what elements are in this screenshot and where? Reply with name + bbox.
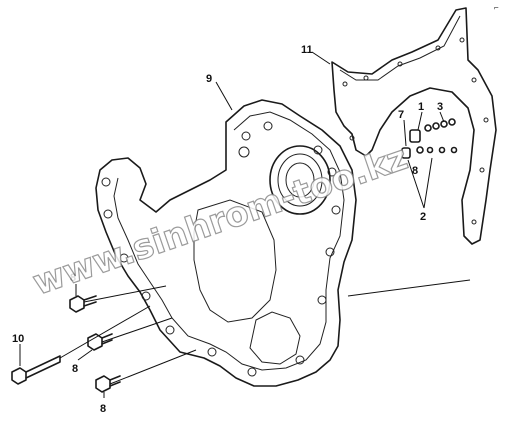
callout-9: 9	[206, 73, 212, 85]
small-parts-group	[401, 118, 458, 159]
bolt-bottom	[95, 375, 121, 393]
callout-3: 3	[437, 101, 443, 113]
bolt-top	[69, 295, 97, 313]
bolt-middle	[87, 333, 113, 351]
leader-lines	[19, 51, 471, 398]
long-bolt	[11, 355, 61, 385]
gasket-part	[331, 7, 497, 245]
callout-1: 1	[418, 101, 424, 113]
callout-2: 2	[420, 211, 426, 223]
callout-8-bottom: 8	[100, 403, 106, 415]
corner-mark: ⌐	[494, 3, 499, 12]
callout-8-top: 8	[70, 272, 76, 284]
callout-8-middle: 8	[72, 363, 78, 375]
watermark-text: www.sinhrom-too.kz	[28, 138, 413, 304]
timing-cover-part	[95, 99, 357, 387]
callout-7: 7	[398, 109, 404, 121]
callout-11: 11	[301, 44, 313, 56]
callout-8-right: 8	[412, 165, 418, 177]
callout-10: 10	[12, 333, 24, 345]
